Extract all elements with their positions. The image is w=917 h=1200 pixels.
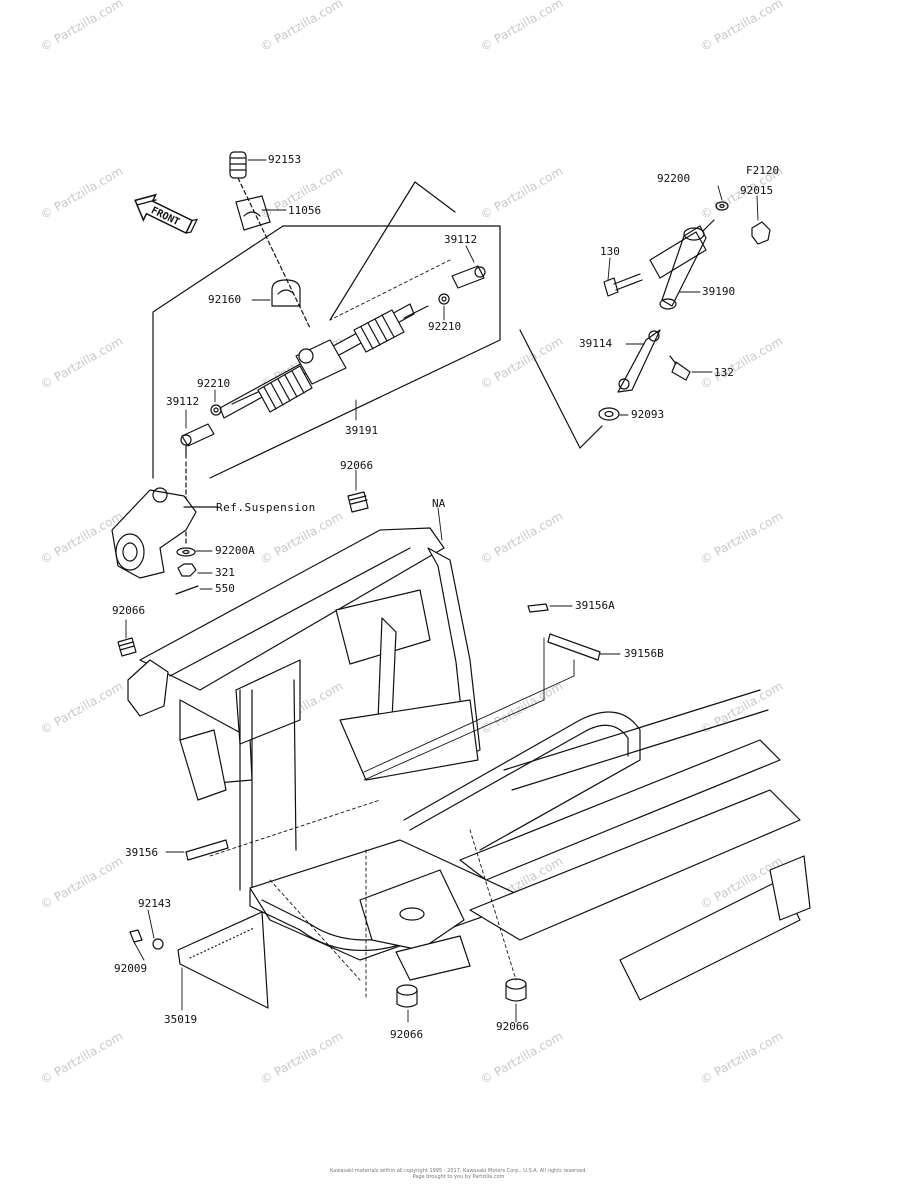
label-92153: 92153 — [268, 153, 302, 166]
part-92210-nut-right — [438, 293, 450, 305]
vehicle-frame — [127, 527, 811, 1001]
label-39156: 39156 — [125, 846, 159, 859]
part-39114-arm — [617, 329, 661, 393]
copyright-footer: Kawasaki materials within all copyright … — [0, 1168, 917, 1180]
part-92093-seal — [598, 407, 620, 421]
label-92015: 92015 — [740, 184, 774, 197]
part-92015-nut — [751, 221, 771, 245]
label-130: 130 — [600, 245, 620, 258]
label-132: 132 — [714, 366, 734, 379]
label-92066-bottom-left: 92066 — [390, 1028, 424, 1041]
label-39156a: 39156A — [575, 599, 615, 612]
part-92200a-washer — [176, 547, 196, 557]
label-92066-bottom-right: 92066 — [496, 1020, 530, 1033]
steering-knuckle — [111, 487, 219, 579]
steering-group-outline — [152, 181, 501, 479]
part-550-cotter-pin — [175, 585, 199, 595]
part-130-bolt — [603, 273, 643, 297]
label-na: NA — [432, 497, 446, 510]
part-92160-bush — [271, 279, 301, 307]
part-92066-grommet-left — [117, 637, 137, 657]
label-321: 321 — [215, 566, 235, 579]
diagram-code: F2120 — [746, 164, 780, 177]
part-92066-grommet-bottom-right — [505, 978, 527, 1002]
leader-lines — [125, 159, 759, 1023]
label-92200: 92200 — [657, 172, 691, 185]
part-132-bolt — [669, 355, 691, 381]
label-92210-left: 92210 — [197, 377, 231, 390]
label-92210-right: 92210 — [428, 320, 462, 333]
part-92009-screw — [129, 929, 143, 943]
footer-line-2: Page brought to you by Partzilla.com — [412, 1174, 505, 1180]
part-92066-grommet-bottom-left — [396, 984, 418, 1008]
label-11056: 11056 — [288, 204, 322, 217]
label-39112-top: 39112 — [444, 233, 478, 246]
label-92093: 92093 — [631, 408, 665, 421]
label-92066-top: 92066 — [340, 459, 374, 472]
label-92200a: 92200A — [215, 544, 255, 557]
label-92009: 92009 — [114, 962, 148, 975]
label-550: 550 — [215, 582, 235, 595]
part-11056-bracket — [235, 195, 271, 231]
part-92200-washer — [715, 201, 729, 211]
label-92143: 92143 — [138, 897, 172, 910]
footer-line-1: Kawasaki materials within all copyright … — [329, 1168, 588, 1174]
part-39156b-pad — [547, 633, 601, 661]
part-92143-collar — [152, 938, 164, 950]
label-92160: 92160 — [208, 293, 242, 306]
label-ref-suspension: Ref.Suspension — [216, 501, 316, 514]
label-39156b: 39156B — [624, 647, 664, 660]
label-39191: 39191 — [345, 424, 379, 437]
part-92210-nut-left — [210, 404, 222, 416]
label-39190: 39190 — [702, 285, 736, 298]
part-35019-guard — [177, 911, 269, 1009]
part-92066-grommet-top — [347, 491, 369, 513]
label-39114: 39114 — [579, 337, 613, 350]
label-35019: 35019 — [164, 1013, 198, 1026]
part-39190-shaft — [649, 225, 707, 310]
label-39112-left: 39112 — [166, 395, 200, 408]
front-direction-arrow-icon: FRONT — [134, 193, 198, 235]
part-39191-steering-rack — [219, 303, 429, 419]
part-92153-boot — [229, 151, 311, 329]
part-39112-tie-rod-end-right — [451, 265, 486, 289]
part-321-nut — [177, 563, 197, 577]
part-39156a-pad — [527, 603, 549, 613]
label-92066-left: 92066 — [112, 604, 146, 617]
part-39156-pad — [185, 839, 229, 861]
